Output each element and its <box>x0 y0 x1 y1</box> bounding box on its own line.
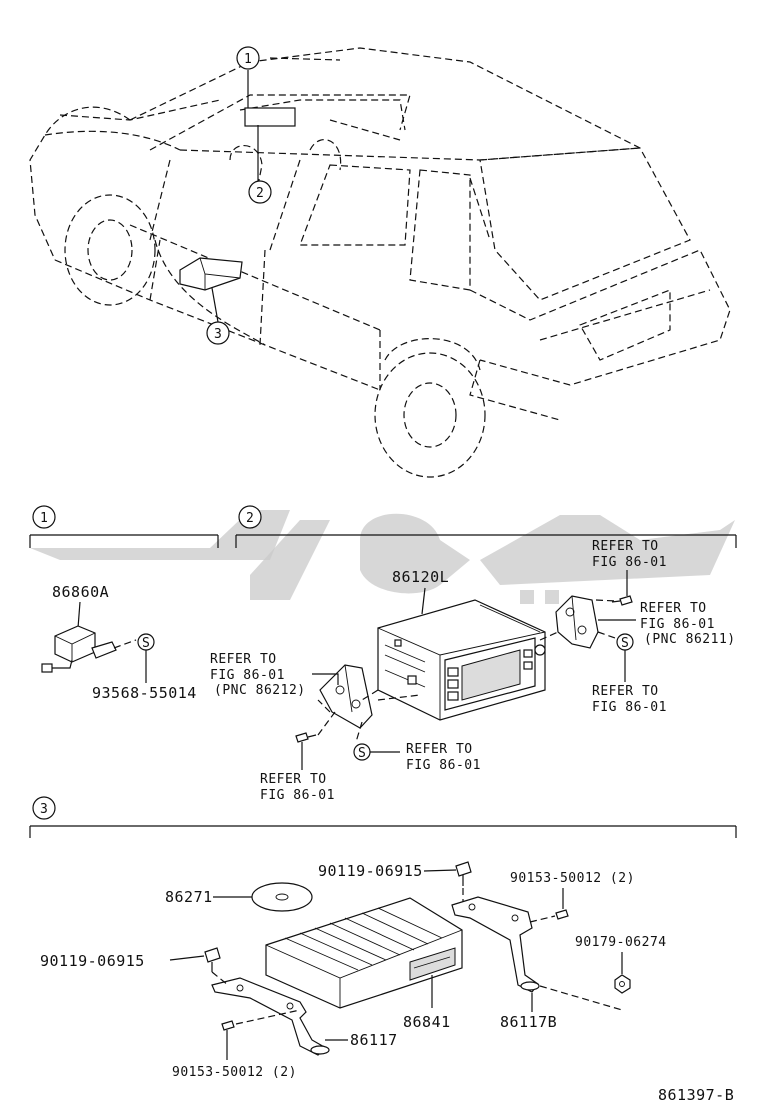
part-90153-50012-right: 90153-50012 (2) <box>510 871 635 886</box>
section-1: 1 86860A S 93568-55014 <box>29 505 219 702</box>
svg-text:2: 2 <box>256 186 264 201</box>
screw-symbol-s2-right: S <box>616 633 634 651</box>
svg-text:REFER TO: REFER TO <box>210 652 277 667</box>
part-86841: 86841 <box>403 1013 451 1031</box>
bracket-right <box>555 595 599 649</box>
bolt-top <box>455 861 472 886</box>
svg-text:REFER TO: REFER TO <box>406 742 473 757</box>
bolt-left <box>204 947 221 972</box>
svg-text:REFER TO: REFER TO <box>260 772 327 787</box>
screw-right <box>555 909 569 920</box>
ref-left-pnc-86212: REFER TO FIG 86-01 (PNC 86212) <box>210 652 306 698</box>
cd-changer-86841 <box>265 897 463 1009</box>
screw-bottom-left <box>295 732 317 743</box>
callout-2: 2 <box>248 180 272 204</box>
svg-text:1: 1 <box>244 52 252 67</box>
display-unit-86120L <box>377 599 546 721</box>
part-86860A: 86860A <box>52 583 109 601</box>
bracket-86117 <box>211 977 330 1056</box>
ref-top: REFER TO FIG 86-01 <box>592 539 667 570</box>
svg-text:REFER TO: REFER TO <box>640 601 707 616</box>
part-90179-06274: 90179-06274 <box>575 935 667 950</box>
ref-right-pnc-86211: REFER TO FIG 86-01 (PNC 86211) <box>640 601 736 647</box>
svg-text:FIG 86-01: FIG 86-01 <box>640 617 715 632</box>
vehicle-outline <box>29 47 731 478</box>
svg-text:3: 3 <box>214 327 222 342</box>
svg-text:S: S <box>142 636 150 651</box>
part-86120L: 86120L <box>392 568 449 586</box>
part-93568-55014: 93568-55014 <box>92 684 197 702</box>
part-86271: 86271 <box>165 888 213 906</box>
svg-text:S: S <box>358 746 366 761</box>
screw-symbol-s2-mid: S <box>353 743 371 761</box>
changer-on-floor <box>179 257 243 291</box>
figure-id: 861397-B <box>658 1086 734 1104</box>
callout-1: 1 <box>236 46 260 70</box>
section-3: 3 86271 90119-06915 86841 <box>29 796 737 1080</box>
bracket-86117B <box>451 896 540 993</box>
antenna-unit <box>41 625 117 673</box>
svg-text:S: S <box>621 636 629 651</box>
screw-top-right <box>611 595 633 606</box>
display-on-dash <box>244 107 296 127</box>
svg-text:(PNC 86212): (PNC 86212) <box>214 683 306 698</box>
svg-text:3: 3 <box>40 802 48 817</box>
screw-left <box>221 1020 235 1031</box>
bracket-left <box>319 664 373 729</box>
screw-symbol-s1: S <box>137 633 155 651</box>
svg-text:REFER TO: REFER TO <box>592 684 659 699</box>
part-90119-06915-top: 90119-06915 <box>318 862 423 880</box>
svg-text:FIG 86-01: FIG 86-01 <box>210 668 285 683</box>
part-90119-06915-left: 90119-06915 <box>40 952 145 970</box>
ref-right-low: REFER TO FIG 86-01 <box>592 684 667 715</box>
disc-86271 <box>251 882 313 912</box>
ref-mid: REFER TO FIG 86-01 <box>406 742 481 773</box>
svg-text:FIG 86-01: FIG 86-01 <box>592 555 667 570</box>
part-86117: 86117 <box>350 1031 398 1049</box>
svg-text:FIG 86-01: FIG 86-01 <box>406 758 481 773</box>
nut-90179-06274 <box>614 974 631 994</box>
watermark-logo <box>30 510 735 604</box>
callout-3: 3 <box>206 321 230 345</box>
svg-text:REFER TO: REFER TO <box>592 539 659 554</box>
svg-text:(PNC 86211): (PNC 86211) <box>644 632 736 647</box>
ref-bottom: REFER TO FIG 86-01 <box>260 772 335 803</box>
svg-text:FIG 86-01: FIG 86-01 <box>592 700 667 715</box>
part-86117B: 86117B <box>500 1013 557 1031</box>
svg-text:1: 1 <box>40 511 48 526</box>
svg-text:FIG 86-01: FIG 86-01 <box>260 788 335 803</box>
part-90153-50012-left: 90153-50012 (2) <box>172 1065 297 1080</box>
section-2: 2 86120L <box>210 505 737 803</box>
svg-text:2: 2 <box>246 511 254 526</box>
